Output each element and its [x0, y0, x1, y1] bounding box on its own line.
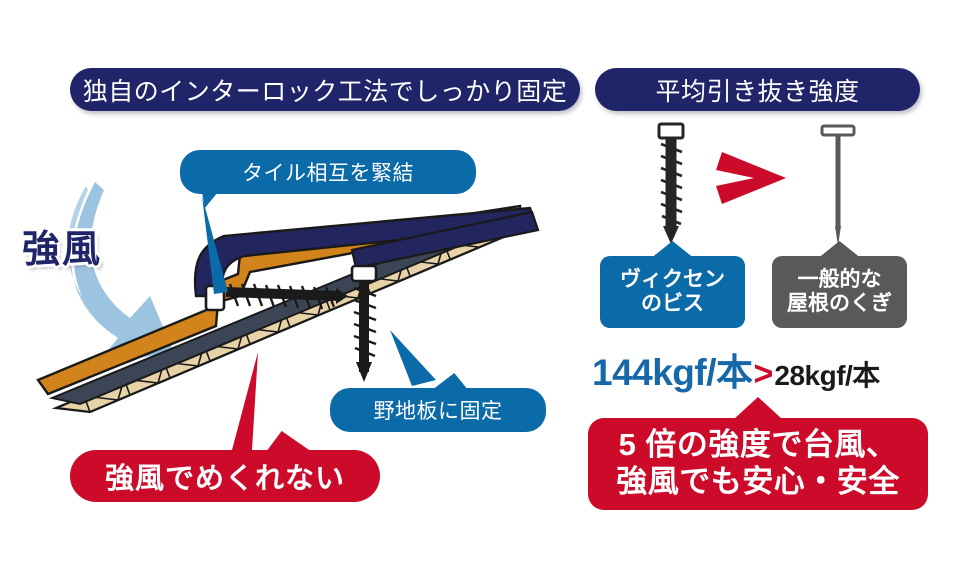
badge-product-line1: ヴィクセン: [620, 267, 725, 291]
callout-result-label: 強風でめくれない: [104, 463, 345, 495]
value-product-strength: 144kgf/本: [592, 352, 753, 393]
banner-line1: 5 倍の強度で台風、: [618, 427, 898, 463]
header-left-interlock: 独自のインターロック工法でしっかり固定: [70, 68, 580, 111]
badge-generic-line1: 一般的な: [797, 267, 882, 291]
header-left-label: 独自のインターロック工法でしっかり固定: [82, 77, 568, 106]
callout-result-wind: 強風でめくれない: [70, 431, 380, 502]
value-generic-strength: 28kgf/本: [774, 360, 880, 391]
badge-generic-line2: 屋根のくぎ: [787, 292, 892, 315]
blue-pointer-board: [390, 330, 436, 386]
red-pointer-line: [232, 352, 258, 450]
badge-product-screw: ヴィクセン のビス: [600, 241, 745, 328]
badge-product-line2: のビス: [641, 292, 704, 315]
strength-comparison-row: 144kgf/本 > 28kgf/本: [592, 342, 932, 393]
header-right-strength: 平均引き抜き強度: [595, 68, 920, 111]
wind-label: 強風: [22, 229, 103, 271]
wind-arrow-icon: [67, 182, 172, 364]
callout-board-fixing: 野地板に固定: [330, 373, 546, 432]
generic-nail-illustration: [820, 124, 856, 246]
blue-pointer-tile: [202, 196, 228, 294]
product-screw-illustration: [657, 122, 685, 244]
banner-strength-claim: 5 倍の強度で台風、 強風でも安心・安全: [588, 397, 928, 510]
banner-line2: 強風でも安心・安全: [616, 464, 900, 499]
callout-board-label: 野地板に固定: [373, 400, 503, 423]
header-right-label: 平均引き抜き強度: [655, 77, 860, 106]
vertical-sheathing-screw: [350, 264, 378, 382]
value-comparison-operator: >: [753, 355, 774, 393]
callout-tile-label: タイル相互を緊結: [242, 162, 414, 185]
greater-than-chevron-icon: [716, 152, 786, 204]
callout-tile-interlock: タイル相互を緊結: [180, 150, 476, 208]
badge-generic-nail: 一般的な 屋根のくぎ: [772, 241, 907, 328]
